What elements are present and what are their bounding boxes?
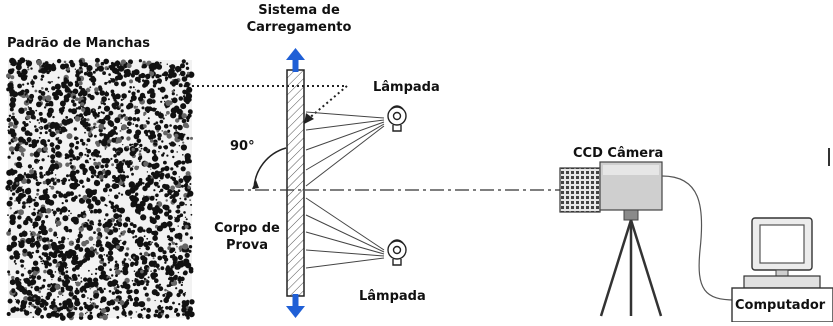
speckle-panel-background [8,60,192,318]
zoom-pointer-arrowhead [304,113,314,124]
angle-label: 90° [230,139,255,154]
specimen-label: Corpo de Prova [214,221,280,253]
lamp-bottom-icon [387,239,407,266]
lamp-top-label: Lâmpada [373,80,440,95]
lamp-bottom-rays [305,197,385,269]
zoom-dotted-pointer [306,85,348,121]
tripod-icon [599,219,663,317]
ccd-camera-label: CCD Câmera [573,146,664,161]
speckle-pattern-panel [5,57,195,321]
angle-arc [253,147,287,190]
lamp-bottom-label: Lâmpada [359,289,426,304]
loading-arrow-bottom [286,294,305,318]
ccd-camera-icon [559,161,663,221]
lamp-top-icon [387,105,407,132]
camera-computer-cable [661,175,736,301]
angle-arc-arrowhead [252,180,259,189]
speckle-pattern-label: Padrão de Manchas [7,36,150,51]
loading-system-label: Sistema de Carregamento [246,3,352,35]
specimen-bar [286,69,305,297]
computer-label: Computador [735,298,826,313]
loading-arrow-top [286,48,305,72]
lamp-top-rays [305,111,385,187]
